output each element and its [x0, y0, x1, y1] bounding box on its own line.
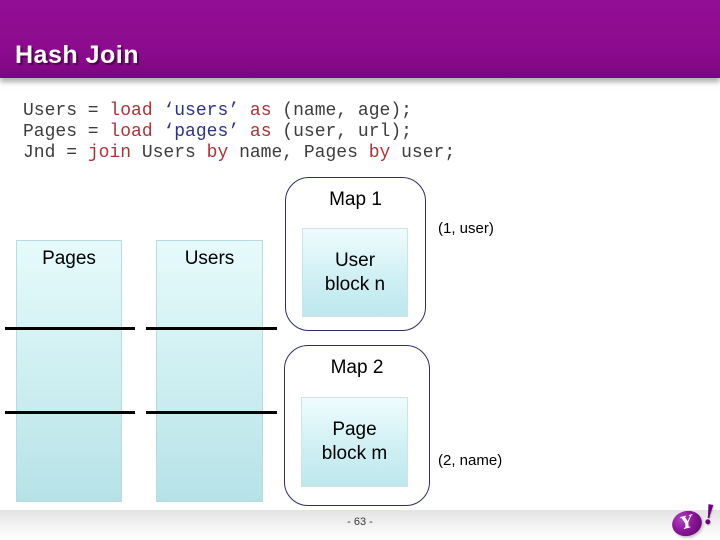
code-string: ‘users’ [163, 101, 240, 121]
pages-split-line-1 [5, 327, 135, 330]
code-text: user; [390, 143, 456, 163]
yahoo-y-icon: Y [669, 507, 705, 540]
page-block-line-1: Page [332, 419, 377, 440]
code-text [153, 101, 164, 121]
users-column-label: Users [184, 248, 235, 269]
code-string: ‘pages’ [163, 122, 240, 142]
page-block-box: Page block m [301, 397, 408, 487]
users-split-line-2 [146, 411, 277, 414]
footer-band: - 63 - [0, 510, 720, 540]
code-text: Users = [23, 101, 110, 121]
code-text [239, 122, 250, 142]
code-text [239, 101, 250, 121]
pages-column-label: Pages [42, 248, 96, 269]
code-keyword: by [368, 143, 391, 163]
title-bar: Hash Join [0, 0, 720, 78]
code-text: (name, age); [271, 101, 412, 121]
page-number: - 63 - [347, 516, 373, 528]
code-keyword: as [249, 101, 272, 121]
map2-container: Map 2 Page block m [284, 345, 430, 506]
code-text: Pages = [23, 122, 110, 142]
code-keyword: as [249, 122, 272, 142]
code-line-2: Pages = load ‘pages’ as (user, url); [23, 122, 455, 143]
code-text: Users [131, 143, 207, 163]
code-keyword: join [87, 143, 132, 163]
code-keyword: by [206, 143, 229, 163]
yahoo-exclamation-icon: ! [700, 499, 718, 532]
annotation-2-name: (2, name) [438, 452, 503, 469]
user-block-line-2: block n [324, 273, 386, 295]
yahoo-logo: Y ! [669, 499, 718, 540]
code-text: Jnd = [23, 143, 88, 163]
pages-column: Pages [16, 240, 122, 502]
code-text: (user, url); [271, 122, 412, 142]
code-text [153, 122, 164, 142]
annotation-1-user: (1, user) [438, 220, 494, 237]
map2-title: Map 2 [330, 357, 384, 378]
map1-container: Map 1 User block n [285, 177, 426, 331]
user-block-box: User block n [302, 228, 408, 317]
code-line-3: Jnd = join Users by name, Pages by user; [23, 143, 455, 164]
page-title: Hash Join [15, 41, 139, 69]
users-split-line-1 [146, 327, 277, 330]
code-keyword: load [109, 101, 153, 121]
users-column: Users [156, 240, 263, 502]
map1-title: Map 1 [329, 189, 382, 210]
page-block-line-2: block m [321, 443, 388, 464]
user-block-line-1: User [334, 249, 376, 271]
pages-split-line-2 [5, 411, 135, 414]
code-keyword: load [109, 122, 153, 142]
code-block: Users = load ‘users’ as (name, age);Page… [23, 101, 455, 164]
code-text: name, Pages [228, 143, 369, 163]
code-line-1: Users = load ‘users’ as (name, age); [23, 101, 455, 122]
yahoo-y-glyph: Y [678, 511, 696, 535]
